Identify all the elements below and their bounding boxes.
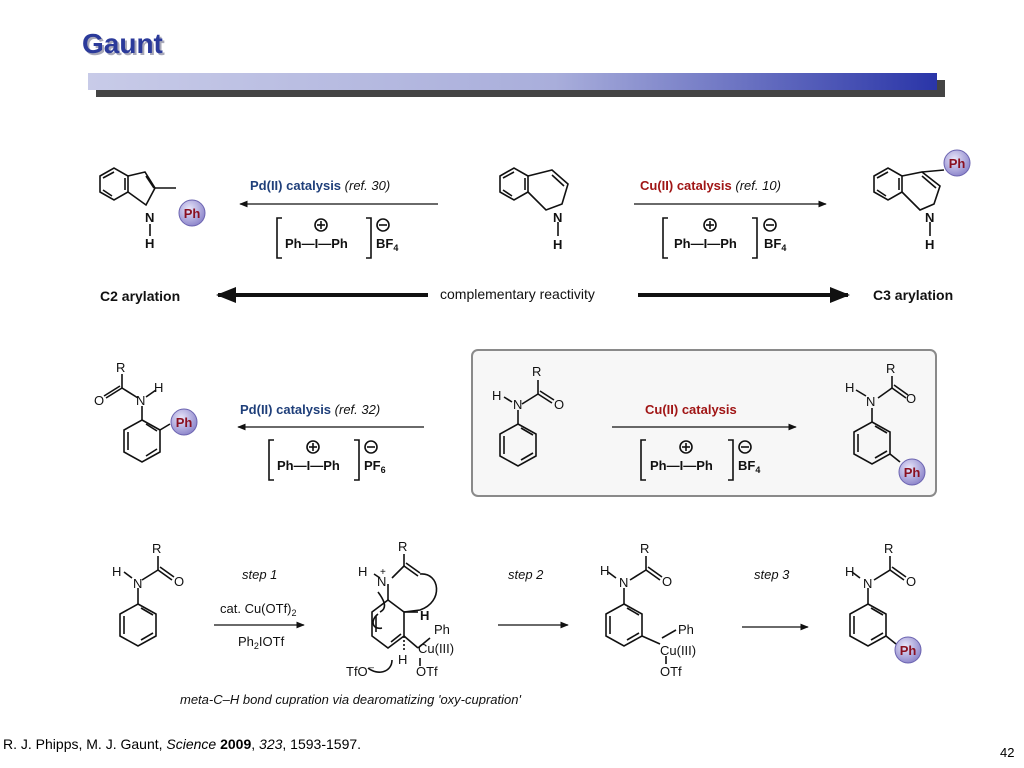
atom-n: N	[866, 394, 875, 409]
atom-h: H	[925, 237, 934, 252]
otf-label: OTf	[416, 664, 438, 679]
ortho-arylated-anilide	[103, 374, 171, 463]
atom-h: H	[358, 564, 367, 579]
atom-o: O	[906, 391, 916, 406]
reagent-diaryliodonium-row1-left: Ph—I—Ph	[285, 236, 348, 251]
indole-c2-product	[99, 167, 176, 236]
atom-n: N	[619, 575, 628, 590]
complementary-reactivity-label: complementary reactivity	[440, 286, 595, 302]
ph-label: Ph	[434, 622, 450, 637]
citation-separator: ,	[251, 736, 260, 752]
ph-ball-meta	[898, 458, 926, 486]
cu-iii-label: Cu(III)	[660, 643, 696, 658]
ph-label-final: Ph	[900, 643, 917, 658]
atom-r: R	[886, 361, 895, 376]
atom-n: N	[136, 393, 145, 408]
otf-label: OTf	[660, 664, 682, 679]
cu-catalysis-label-row1: Cu(II) catalysis (ref. 10)	[640, 178, 781, 193]
atom-h: H	[145, 236, 154, 251]
atom-r: R	[152, 541, 161, 556]
oxidant-label: Ph2IOTf	[238, 634, 285, 651]
citation-year: 2009	[220, 736, 252, 752]
plus-sign: +	[380, 567, 386, 578]
cu-iii-label: Cu(III)	[418, 641, 454, 656]
atom-r: R	[116, 360, 125, 375]
atom-h: H	[553, 237, 562, 252]
ph-ball-c2	[178, 199, 206, 227]
title-bar	[88, 73, 937, 90]
atom-h: H	[112, 564, 121, 579]
atom-n: N	[553, 210, 562, 225]
atom-h: H	[420, 608, 429, 623]
indole-c3-product	[873, 167, 945, 236]
step3-label: step 3	[754, 567, 790, 582]
atom-h: H	[600, 563, 609, 578]
citation-authors: R. J. Phipps, M. J. Gaunt,	[3, 736, 167, 752]
counterion-row1-left: BF4	[376, 236, 398, 253]
ph-label: Ph	[678, 622, 694, 637]
anilide-starting-material	[499, 380, 555, 467]
reagent-diaryliodonium-row2-left: Ph—I—Ph	[277, 458, 340, 473]
atom-r: R	[884, 541, 893, 556]
oxy-cupration-intermediate	[367, 554, 438, 673]
atom-o: O	[174, 574, 184, 589]
citation-journal: Science	[166, 736, 217, 752]
page-title: Gaunt	[82, 28, 163, 59]
citation-volume: 323	[259, 736, 283, 752]
atom-r: R	[398, 539, 407, 554]
meta-arylated-anilide	[853, 376, 909, 465]
c2-arylation-label: C2 arylation	[100, 288, 180, 304]
counterion-row2-left: PF6	[364, 458, 386, 475]
atom-r: R	[532, 364, 541, 379]
catalyst-label: cat. Cu(OTf)2	[220, 601, 297, 618]
step2-label: step 2	[508, 567, 544, 582]
counterion-row1-right: BF4	[764, 236, 786, 253]
pd-catalysis-label-row1: Pd(II) catalysis (ref. 30)	[250, 178, 390, 193]
atom-n: N	[145, 210, 154, 225]
citation-pages: , 1593-1597.	[282, 736, 362, 752]
atom-n: N	[925, 210, 934, 225]
meta-arylated-final-product	[849, 556, 907, 647]
atom-h: H	[492, 388, 501, 403]
ph-ball-ortho	[170, 408, 198, 436]
atom-n: N	[133, 576, 142, 591]
atom-o: O	[554, 397, 564, 412]
atom-h: H	[154, 380, 163, 395]
cu-iii-aryl-intermediate	[605, 556, 677, 664]
ph-label-c3: Ph	[949, 156, 966, 171]
atom-o: O	[662, 574, 672, 589]
reagent-diaryliodonium-row2-right: Ph—I—Ph	[650, 458, 713, 473]
ph-label-meta: Ph	[904, 465, 921, 480]
atom-o: O	[94, 393, 104, 408]
counterion-row2-right: BF4	[738, 458, 760, 475]
ph-label-c2: Ph	[184, 206, 201, 221]
tfo-label: TfO	[346, 664, 368, 679]
indole-starting-material	[499, 167, 569, 236]
reagent-diaryliodonium-row1-right: Ph—I—Ph	[674, 236, 737, 251]
pd-catalysis-label-row2: Pd(II) catalysis (ref. 32)	[240, 402, 380, 417]
cupration-caption: meta-C–H bond cupration via dearomatizin…	[180, 692, 521, 707]
ph-label-ortho: Ph	[176, 415, 193, 430]
cu-catalysis-panel	[471, 349, 937, 497]
atom-h: H	[845, 564, 854, 579]
minus-sign: –	[369, 662, 374, 672]
cu-catalysis-label-row2: Cu(II) catalysis	[645, 402, 737, 417]
atom-n: N	[377, 574, 386, 589]
atom-h: H	[845, 380, 854, 395]
atom-n: N	[863, 576, 872, 591]
atom-o: O	[906, 574, 916, 589]
citation: R. J. Phipps, M. J. Gaunt, Science 2009,…	[3, 736, 361, 752]
ph-ball-c3	[943, 149, 971, 177]
c3-arylation-label: C3 arylation	[873, 287, 953, 303]
page-number: 42	[1000, 745, 1015, 760]
step1-label: step 1	[242, 567, 277, 582]
ph-ball-final	[894, 636, 922, 664]
atom-n: N	[513, 397, 522, 412]
anilide-step-start	[119, 556, 175, 647]
atom-h: H	[398, 652, 407, 667]
atom-r: R	[640, 541, 649, 556]
